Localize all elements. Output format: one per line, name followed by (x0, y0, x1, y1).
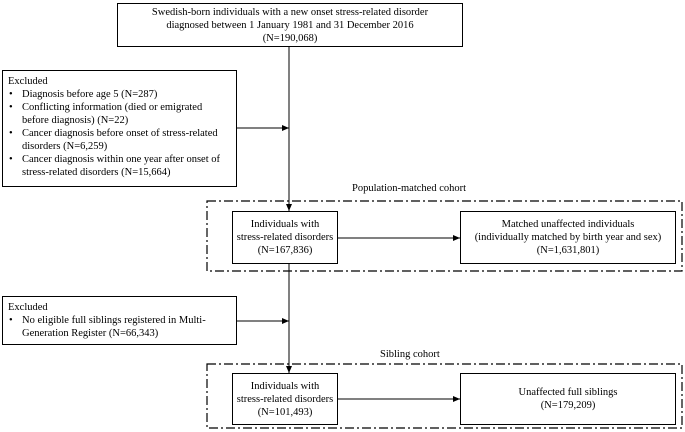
controls-line-2: (individually matched by birth year and … (474, 232, 662, 243)
sibling-cohort-label: Sibling cohort (380, 349, 440, 360)
population-cases-box: Individuals with stress-related disorder… (232, 211, 338, 264)
source-line-1: Swedish-born individuals with a new onse… (151, 6, 429, 18)
sib-cases-line-1: Individuals with (250, 380, 320, 392)
controls-line-3: (N=1,631,801) (536, 245, 600, 256)
sibling-controls-box: Unaffected full siblings (N=179,209) (460, 373, 676, 425)
source-population-box: Swedish-born individuals with a new onse… (117, 3, 463, 47)
exclusion-item: Cancer diagnosis within one year after o… (8, 153, 231, 179)
exclusion-box-1: Excluded Diagnosis before age 5 (N=287) … (2, 70, 237, 187)
exclusion-item: Diagnosis before age 5 (N=287) (8, 88, 231, 101)
exclusion-title: Excluded (8, 302, 48, 313)
cases-line-2: stress-related disorders (236, 232, 334, 243)
population-controls-box: Matched unaffected individuals (individu… (460, 211, 676, 264)
cases-line-1: Individuals with (250, 219, 320, 230)
controls-line-1: Matched unaffected individuals (501, 219, 635, 230)
population-cohort-label: Population-matched cohort (352, 183, 467, 194)
exclusion-item: Conflicting information (died or emigrat… (8, 101, 231, 127)
sibling-cohort-frame (206, 363, 683, 429)
exclusion-item: Cancer diagnosis before onset of stress-… (8, 127, 231, 153)
sib-controls-line-2: (N=179,209) (540, 400, 596, 411)
exclusion-box-2: Excluded No eligible full siblings regis… (2, 296, 237, 345)
sib-cases-line-2: stress-related disorders (236, 393, 334, 405)
source-line-2: diagnosed between 1 January 1981 and 31 … (166, 19, 414, 31)
exclusion-title: Excluded (8, 76, 48, 87)
source-line-3: (N=190,068) (262, 32, 318, 44)
exclusion-item: No eligible full siblings registered in … (8, 314, 231, 340)
sib-controls-line-1: Unaffected full siblings (518, 387, 618, 398)
population-cohort-frame (206, 200, 683, 272)
sib-cases-line-3: (N=101,493) (257, 406, 313, 418)
cases-line-3: (N=167,836) (257, 245, 313, 256)
sibling-cases-box: Individuals with stress-related disorder… (232, 373, 338, 425)
